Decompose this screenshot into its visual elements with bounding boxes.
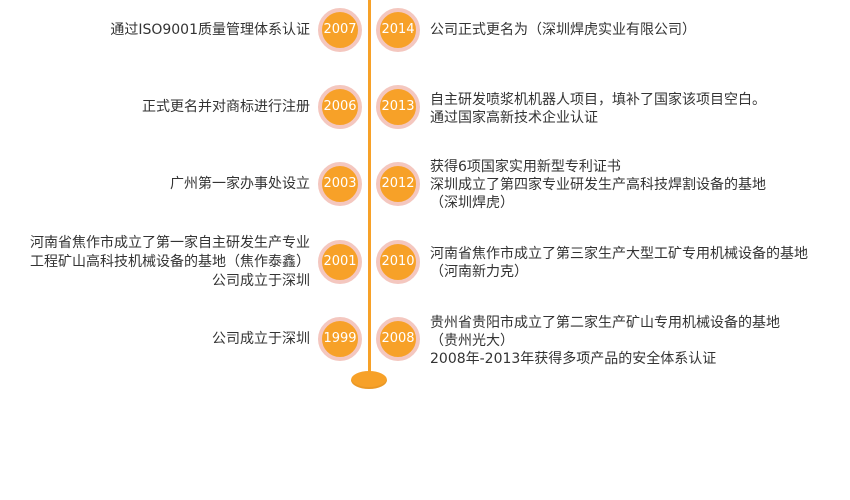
event-2012-line-3: （深圳焊虎）: [430, 195, 514, 211]
timeline-axis: [368, 0, 371, 380]
year-badge-2008: 2008: [376, 317, 420, 361]
event-2013-line-2: 通过国家高新技术企业认证: [430, 110, 598, 126]
year-badge-2010: 2010: [376, 240, 420, 284]
event-1999: 公司成立于深圳: [2, 330, 310, 349]
event-2013-line-1: 自主研发喷浆机机器人项目，填补了国家该项目空白。: [430, 92, 766, 108]
event-2010-line-2: （河南新力克）: [430, 264, 528, 280]
year-badge-2003: 2003: [318, 162, 362, 206]
event-2001: 河南省焦作市成立了第一家自主研发生产专业 工程矿山高科技机械设备的基地（焦作泰鑫…: [2, 234, 310, 291]
event-2001-line-2: 工程矿山高科技机械设备的基地（焦作泰鑫）: [30, 254, 310, 270]
timeline-end-cap: [351, 371, 387, 389]
event-2014-line-1: 公司正式更名为（深圳焊虎实业有限公司）: [430, 22, 696, 38]
year-badge-2006: 2006: [318, 85, 362, 129]
event-2010-line-1: 河南省焦作市成立了第三家生产大型工矿专用机械设备的基地: [430, 246, 808, 262]
event-2007-line-1: 通过ISO9001质量管理体系认证: [110, 22, 310, 38]
event-2013: 自主研发喷浆机机器人项目，填补了国家该项目空白。 通过国家高新技术企业认证: [430, 91, 845, 127]
event-2001-line-1: 河南省焦作市成立了第一家自主研发生产专业: [30, 235, 310, 251]
event-2012-line-2: 深圳成立了第四家专业研发生产高科技焊割设备的基地: [430, 177, 766, 193]
year-badge-1999: 1999: [318, 317, 362, 361]
year-badge-2007: 2007: [318, 8, 362, 52]
event-2006: 正式更名并对商标进行注册: [2, 98, 310, 117]
year-badge-2012: 2012: [376, 162, 420, 206]
event-2008-line-2: （贵州光大）: [430, 333, 514, 349]
event-2003: 广州第一家办事处设立: [2, 175, 310, 194]
event-2008-line-3: 2008年-2013年获得多项产品的安全体系认证: [430, 351, 717, 367]
event-2008: 贵州省贵阳市成立了第二家生产矿山专用机械设备的基地 （贵州光大） 2008年-2…: [430, 314, 845, 368]
event-2014: 公司正式更名为（深圳焊虎实业有限公司）: [430, 21, 845, 39]
year-badge-2013: 2013: [376, 85, 420, 129]
year-badge-2014: 2014: [376, 8, 420, 52]
event-1999-line-1: 公司成立于深圳: [212, 331, 310, 347]
event-2006-line-1: 正式更名并对商标进行注册: [142, 99, 310, 115]
event-2001-line-3: 公司成立于深圳: [212, 273, 310, 289]
event-2012-line-1: 获得6项国家实用新型专利证书: [430, 159, 621, 175]
event-2008-line-1: 贵州省贵阳市成立了第二家生产矿山专用机械设备的基地: [430, 315, 780, 331]
event-2003-line-1: 广州第一家办事处设立: [170, 176, 310, 192]
event-2010: 河南省焦作市成立了第三家生产大型工矿专用机械设备的基地 （河南新力克）: [430, 245, 845, 281]
event-2012: 获得6项国家实用新型专利证书 深圳成立了第四家专业研发生产高科技焊割设备的基地 …: [430, 158, 845, 212]
year-badge-2001: 2001: [318, 240, 362, 284]
event-2007: 通过ISO9001质量管理体系认证: [2, 21, 310, 40]
